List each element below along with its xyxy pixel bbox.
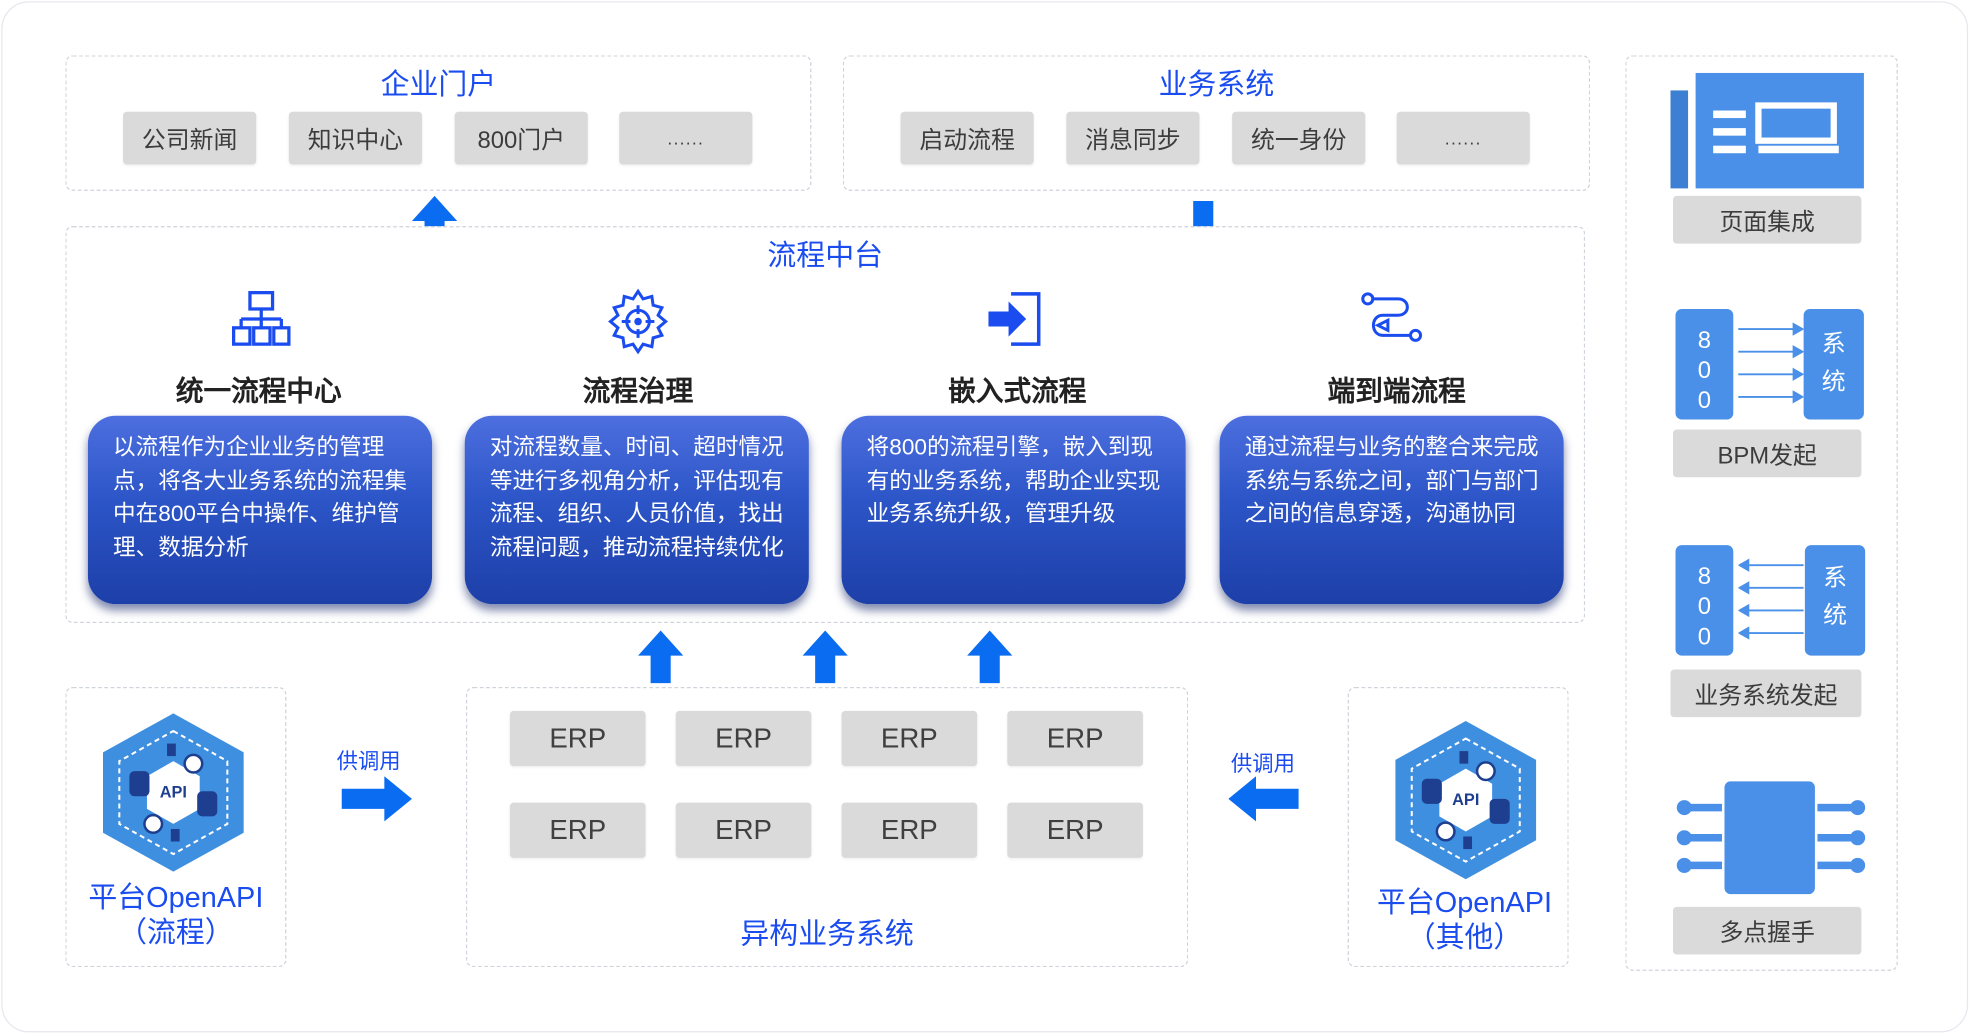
erp-chip[interactable]: ERP bbox=[509, 710, 646, 767]
api-hex-label: API bbox=[1452, 790, 1480, 809]
erp-chip[interactable]: ERP bbox=[841, 802, 978, 858]
feature-title: 端到端流程 bbox=[1327, 375, 1466, 407]
erp-chip[interactable]: ERP bbox=[1007, 802, 1143, 858]
erp-chip[interactable]: ERP bbox=[675, 710, 812, 767]
api-right-sub: （其他） bbox=[1406, 920, 1523, 954]
portal-chip[interactable]: 知识中心 bbox=[288, 111, 423, 165]
box-800-char: 0 bbox=[1697, 357, 1712, 385]
integration-label[interactable]: 页面集成 bbox=[1672, 195, 1862, 244]
api-left-sub: （流程） bbox=[118, 915, 234, 949]
feature-title: 流程治理 bbox=[582, 375, 694, 407]
box-800-char: 0 bbox=[1697, 594, 1712, 621]
portal-panel: 企业门户 公司新闻 知识中心 800门户 ...... bbox=[65, 55, 812, 191]
feature-card[interactable]: 将800的流程引擎，嵌入到现有的业务系统，帮助企业实现业务系统升级，管理升级 bbox=[841, 415, 1186, 605]
hierarchy-icon bbox=[231, 291, 291, 346]
box-800-char: 0 bbox=[1697, 388, 1712, 415]
integration-label[interactable]: 多点握手 bbox=[1672, 906, 1862, 955]
box-system: 系 统 bbox=[1803, 308, 1864, 420]
business-chip[interactable]: 统一身份 bbox=[1232, 111, 1366, 165]
arrow-up-icon bbox=[411, 195, 458, 249]
box-system: 系 统 bbox=[1804, 545, 1866, 656]
arrow-up-icon bbox=[802, 630, 848, 684]
business-chip[interactable]: ...... bbox=[1396, 111, 1530, 165]
arrows-left-icon bbox=[1738, 558, 1804, 640]
integration-column bbox=[1625, 55, 1898, 971]
platform-title: 流程中台 bbox=[767, 238, 883, 272]
feature-title: 嵌入式流程 bbox=[948, 375, 1087, 407]
feature-title: 统一流程中心 bbox=[175, 375, 342, 407]
api-right-name: 平台OpenAPI bbox=[1376, 885, 1553, 919]
arrow-up-icon bbox=[967, 630, 1013, 684]
gear-target-icon bbox=[608, 288, 669, 355]
arrow-left-icon bbox=[1228, 776, 1299, 822]
integration-label[interactable]: 业务系统发起 bbox=[1670, 669, 1862, 718]
arrow-up-icon bbox=[638, 630, 684, 684]
box-system-char: 统 bbox=[1821, 369, 1846, 396]
erp-chip[interactable]: ERP bbox=[509, 802, 646, 858]
hetero-title: 异构业务系统 bbox=[740, 916, 914, 950]
hetero-panel: ERP ERP ERP ERP ERP ERP ERP ERP 异构业务系统 bbox=[465, 687, 1189, 968]
business-chip[interactable]: 消息同步 bbox=[1066, 111, 1200, 165]
route-icon bbox=[1361, 292, 1423, 342]
api-hex-label: API bbox=[159, 782, 187, 802]
box-800-char: 8 bbox=[1697, 563, 1712, 591]
api-left-name: 平台OpenAPI bbox=[88, 880, 264, 914]
login-arrow-icon bbox=[988, 292, 1041, 346]
api-left-panel: API 平台OpenAPI （流程） bbox=[65, 687, 287, 968]
arrow-right-icon bbox=[341, 776, 412, 822]
erp-chip[interactable]: ERP bbox=[675, 802, 812, 858]
integration-label[interactable]: BPM发起 bbox=[1672, 429, 1862, 478]
call-label-right: 供调用 bbox=[1230, 752, 1295, 777]
chip-icon bbox=[1676, 781, 1866, 895]
box-800-char: 0 bbox=[1697, 624, 1712, 651]
business-title: 业务系统 bbox=[1158, 67, 1275, 101]
call-label-left: 供调用 bbox=[336, 749, 401, 774]
feature-card[interactable]: 对流程数量、时间、超时情况等进行多视角分析，评估现有流程、组织、人员价值，找出流… bbox=[464, 415, 809, 605]
box-800: 8 0 0 bbox=[1675, 308, 1734, 420]
arrows-right-icon bbox=[1738, 322, 1804, 404]
portal-chip[interactable]: ...... bbox=[619, 111, 753, 165]
feature-card[interactable]: 以流程作为企业业务的管理点，将各大业务系统的流程集中在800平台中操作、维护管理… bbox=[87, 415, 433, 605]
erp-chip[interactable]: ERP bbox=[841, 710, 978, 767]
box-system-char: 统 bbox=[1823, 602, 1847, 630]
portal-chip[interactable]: 800门户 bbox=[454, 111, 588, 165]
box-800-char: 8 bbox=[1697, 327, 1712, 355]
page-layout-icon bbox=[1670, 72, 1864, 189]
erp-chip[interactable]: ERP bbox=[1007, 710, 1143, 767]
box-system-char: 系 bbox=[1821, 331, 1846, 358]
feature-card[interactable]: 通过流程与业务的整合来完成系统与系统之间，部门与部门之间的信息穿透，沟通协同 bbox=[1219, 415, 1564, 605]
box-system-char: 系 bbox=[1823, 565, 1847, 592]
portal-chip[interactable]: 公司新闻 bbox=[123, 111, 257, 165]
box-800: 8 0 0 bbox=[1675, 545, 1734, 656]
api-hexagon-icon bbox=[102, 713, 244, 872]
portal-title: 企业门户 bbox=[380, 67, 497, 101]
business-panel: 业务系统 启动流程 消息同步 统一身份 ...... bbox=[842, 55, 1591, 191]
api-hexagon-icon bbox=[1395, 720, 1537, 880]
api-right-panel: API 平台OpenAPI （其他） bbox=[1347, 687, 1569, 968]
business-chip[interactable]: 启动流程 bbox=[900, 111, 1034, 165]
